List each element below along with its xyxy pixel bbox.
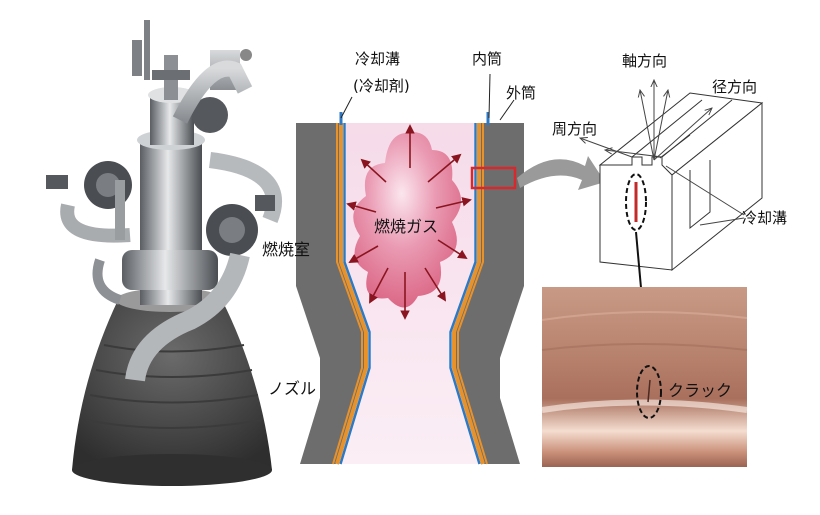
label-crack: クラック — [668, 381, 732, 400]
detail-highlight-box — [470, 166, 517, 190]
label-combustion-chamber: 燃焼室 — [262, 240, 310, 259]
label-axial-direction: 軸方向 — [622, 52, 667, 70]
label-cooling-channel-coolant: 冷却溝 — [355, 50, 400, 68]
rocket-engine-illustration — [46, 20, 282, 486]
label-inner-liner: 内筒 — [472, 50, 502, 68]
chamber-wall-left — [296, 123, 365, 464]
label-combustion-gas: 燃焼ガス — [374, 217, 438, 236]
label-cooling-channel: 冷却溝 — [742, 209, 787, 227]
cooling-channel-block — [598, 92, 764, 272]
crack-highlight-ellipse-photo — [636, 365, 662, 419]
label-nozzle: ノズル — [268, 379, 316, 398]
label-circumferential-direction: 周方向 — [552, 120, 597, 138]
combustion-chamber-cross-section — [296, 112, 524, 465]
chamber-wall-right — [455, 123, 524, 464]
crack-photo — [541, 287, 748, 467]
label-outer-liner: 外筒 — [506, 84, 536, 102]
label-coolant-paren: (冷却剤) — [353, 77, 410, 95]
magnify-arrow — [517, 156, 605, 190]
gas-expansion-arrows — [346, 124, 472, 320]
crack-highlight-ellipse-block — [625, 173, 647, 231]
label-radial-direction: 径方向 — [712, 78, 757, 96]
direction-arrows — [580, 80, 745, 226]
